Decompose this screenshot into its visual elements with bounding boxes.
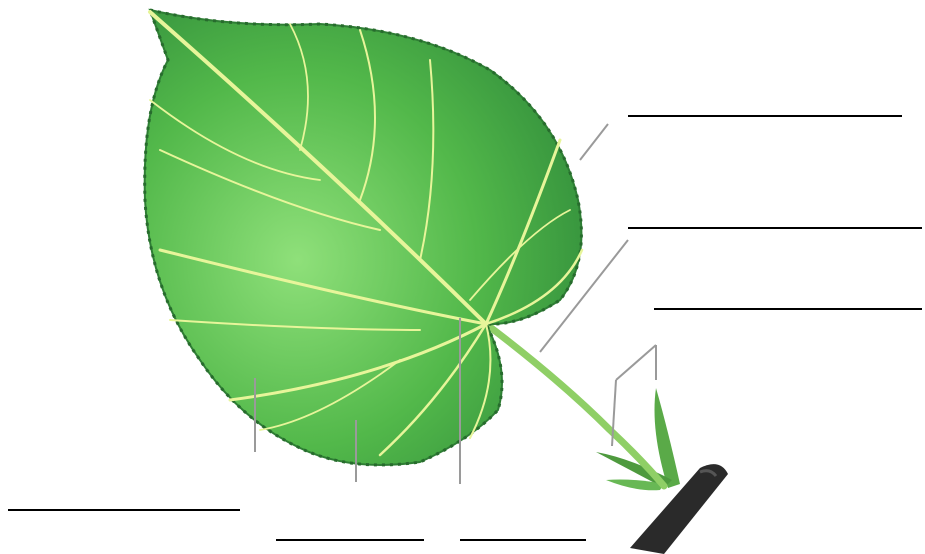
petiole	[486, 324, 664, 486]
leaf-blade	[145, 10, 582, 465]
stipules	[596, 388, 680, 490]
